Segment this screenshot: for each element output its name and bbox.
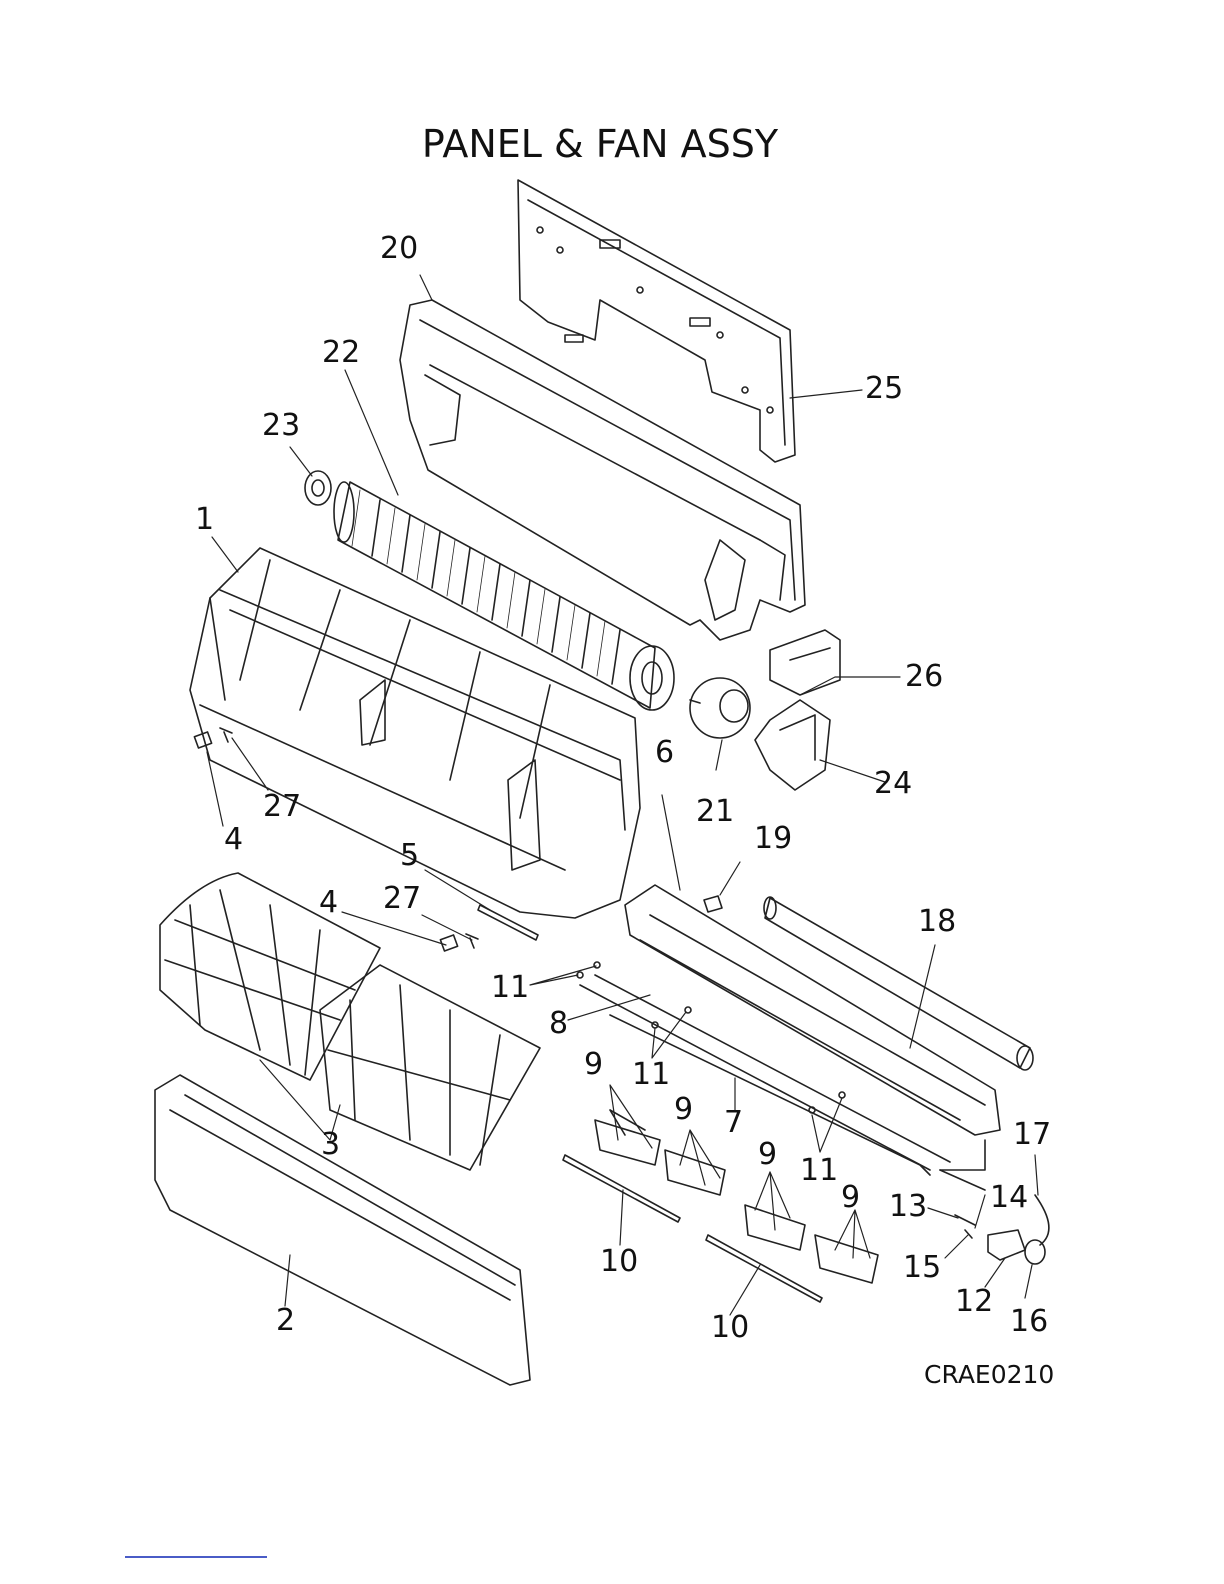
- callout-20: 20: [380, 234, 418, 264]
- callout-6: 6: [655, 738, 674, 768]
- callout-17: 17: [1013, 1120, 1051, 1150]
- callout-3: 3: [321, 1130, 340, 1160]
- callout-5: 5: [400, 841, 419, 871]
- callout-23: 23: [262, 411, 300, 441]
- callout-8: 8: [549, 1009, 568, 1039]
- rear-housing-part: [400, 300, 805, 640]
- small-screws-11: [577, 962, 845, 1113]
- cross-flow-fan-part: [334, 482, 674, 710]
- bar-part-5: [478, 905, 538, 940]
- callout-16: 16: [1010, 1307, 1048, 1337]
- callout-7: 7: [724, 1108, 743, 1138]
- callout-22: 22: [322, 338, 360, 368]
- callout-4: 4: [224, 825, 243, 855]
- callout-9-fourth: 9: [841, 1183, 860, 1213]
- callout-27: 27: [263, 792, 301, 822]
- bearing-part: [305, 471, 331, 505]
- callout-9: 9: [584, 1050, 603, 1080]
- callout-11-third: 11: [800, 1156, 838, 1186]
- callout-11: 11: [491, 973, 529, 1003]
- drawing-code: CRAE0210: [924, 1360, 1054, 1389]
- callout-9-third: 9: [758, 1140, 777, 1170]
- callout-25: 25: [865, 374, 903, 404]
- air-filter-left-part: [160, 873, 380, 1080]
- callout-27-second: 27: [383, 884, 421, 914]
- callout-10: 10: [600, 1247, 638, 1277]
- mounting-plate-part: [518, 180, 795, 462]
- front-panel-part: [155, 1075, 530, 1385]
- callout-10-second: 10: [711, 1313, 749, 1343]
- callout-9-second: 9: [674, 1095, 693, 1125]
- callout-21: 21: [696, 797, 734, 827]
- coupling-part-19: [704, 896, 722, 912]
- callout-4-second: 4: [319, 888, 338, 918]
- drain-hose-part: [764, 897, 1033, 1070]
- callout-2: 2: [276, 1306, 295, 1336]
- callout-26: 26: [905, 662, 943, 692]
- fan-motor-part: [690, 678, 750, 738]
- footer-link-underline[interactable]: [125, 1556, 267, 1558]
- callout-15: 15: [903, 1253, 941, 1283]
- callout-13: 13: [889, 1192, 927, 1222]
- motor-cover-part: [755, 700, 830, 790]
- bracket-part: [770, 630, 840, 695]
- callout-12: 12: [955, 1287, 993, 1317]
- callout-11-second: 11: [632, 1060, 670, 1090]
- callout-1: 1: [195, 505, 214, 535]
- callout-19: 19: [754, 824, 792, 854]
- callout-18: 18: [918, 907, 956, 937]
- callout-14: 14: [990, 1183, 1028, 1213]
- callout-24: 24: [874, 769, 912, 799]
- louver-bar-part: [563, 1155, 822, 1302]
